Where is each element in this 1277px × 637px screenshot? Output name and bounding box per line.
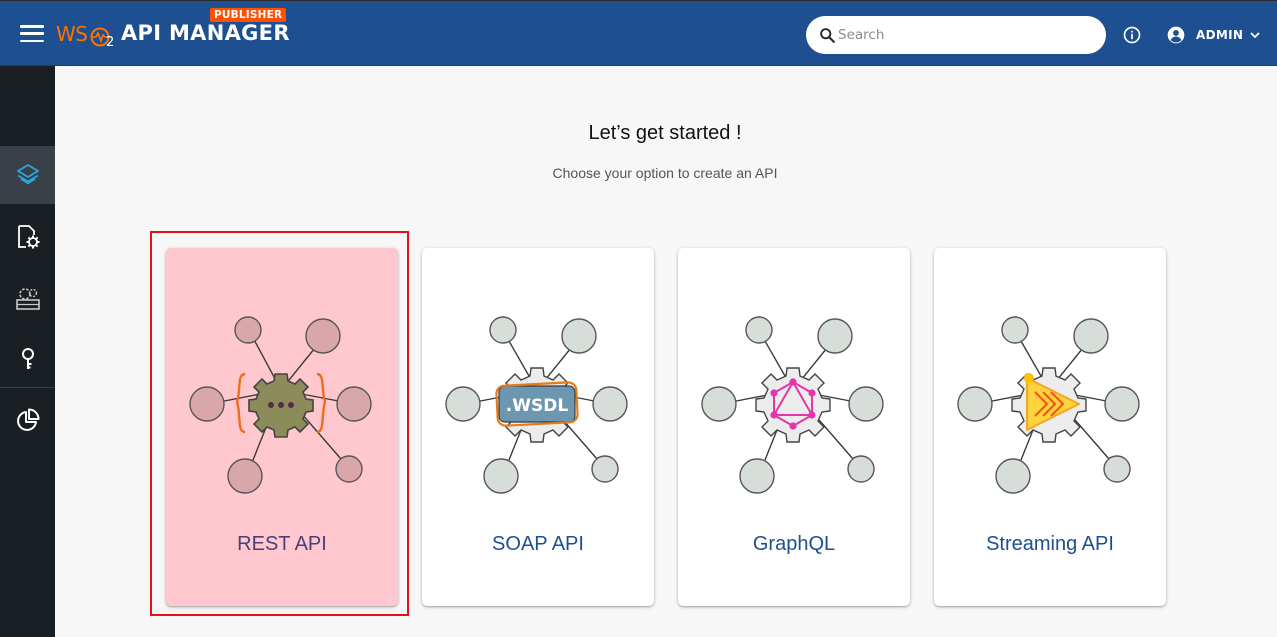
page-subtitle: Choose your option to create an API: [552, 165, 778, 181]
user-name: ADMIN: [1196, 28, 1244, 42]
graphql-icon: [701, 316, 884, 494]
pie-chart-icon: [16, 408, 39, 431]
soap-api-label: SOAP API: [492, 533, 584, 555]
soap-wsdl-icon: .WSDL: [445, 316, 628, 494]
search-icon: [820, 28, 835, 43]
layers-icon: [16, 164, 39, 185]
menu-icon[interactable]: [20, 25, 44, 43]
document-gear-icon: [17, 225, 39, 249]
nav-item-scopes[interactable]: [0, 330, 55, 388]
wsdl-text: .WSDL: [506, 396, 569, 416]
top-app-bar: WS 2 API MANAGER PUBLISHER ADMIN: [0, 0, 1277, 66]
product-name: API MANAGER: [121, 21, 290, 45]
account-circle-icon: [1167, 26, 1185, 44]
nav-item-analytics[interactable]: [0, 391, 55, 449]
streaming-api-icon: [957, 316, 1140, 494]
graphql-card[interactable]: GraphQL: [678, 248, 910, 606]
page-title: Let’s get started !: [588, 122, 742, 144]
logo-pulse-icon: [90, 27, 110, 47]
streaming-api-card[interactable]: Streaming API: [934, 248, 1166, 606]
logo-wso: WS: [56, 22, 88, 46]
nav-item-apis[interactable]: [0, 146, 55, 204]
graphql-label: GraphQL: [752, 533, 836, 555]
nav-item-services[interactable]: [0, 269, 55, 327]
user-menu-button[interactable]: ADMIN: [1166, 24, 1261, 46]
chevron-down-icon: [1250, 32, 1260, 39]
service-catalog-icon: [15, 288, 40, 310]
rest-api-icon: [189, 316, 372, 494]
logo-two: 2: [106, 35, 115, 50]
left-nav: [0, 66, 55, 637]
rest-api-card[interactable]: REST API: [166, 248, 398, 606]
rest-api-label: REST API: [237, 533, 327, 555]
nav-item-api-products[interactable]: [0, 208, 55, 266]
streaming-api-label: Streaming API: [986, 533, 1114, 555]
info-icon[interactable]: [1122, 25, 1142, 45]
key-icon: [21, 348, 34, 369]
search-input[interactable]: [838, 16, 1096, 54]
nav-divider: [0, 387, 55, 388]
search-box[interactable]: [806, 16, 1106, 54]
soap-api-card[interactable]: .WSDL SOAP API: [422, 248, 654, 606]
publisher-badge: PUBLISHER: [210, 8, 287, 22]
